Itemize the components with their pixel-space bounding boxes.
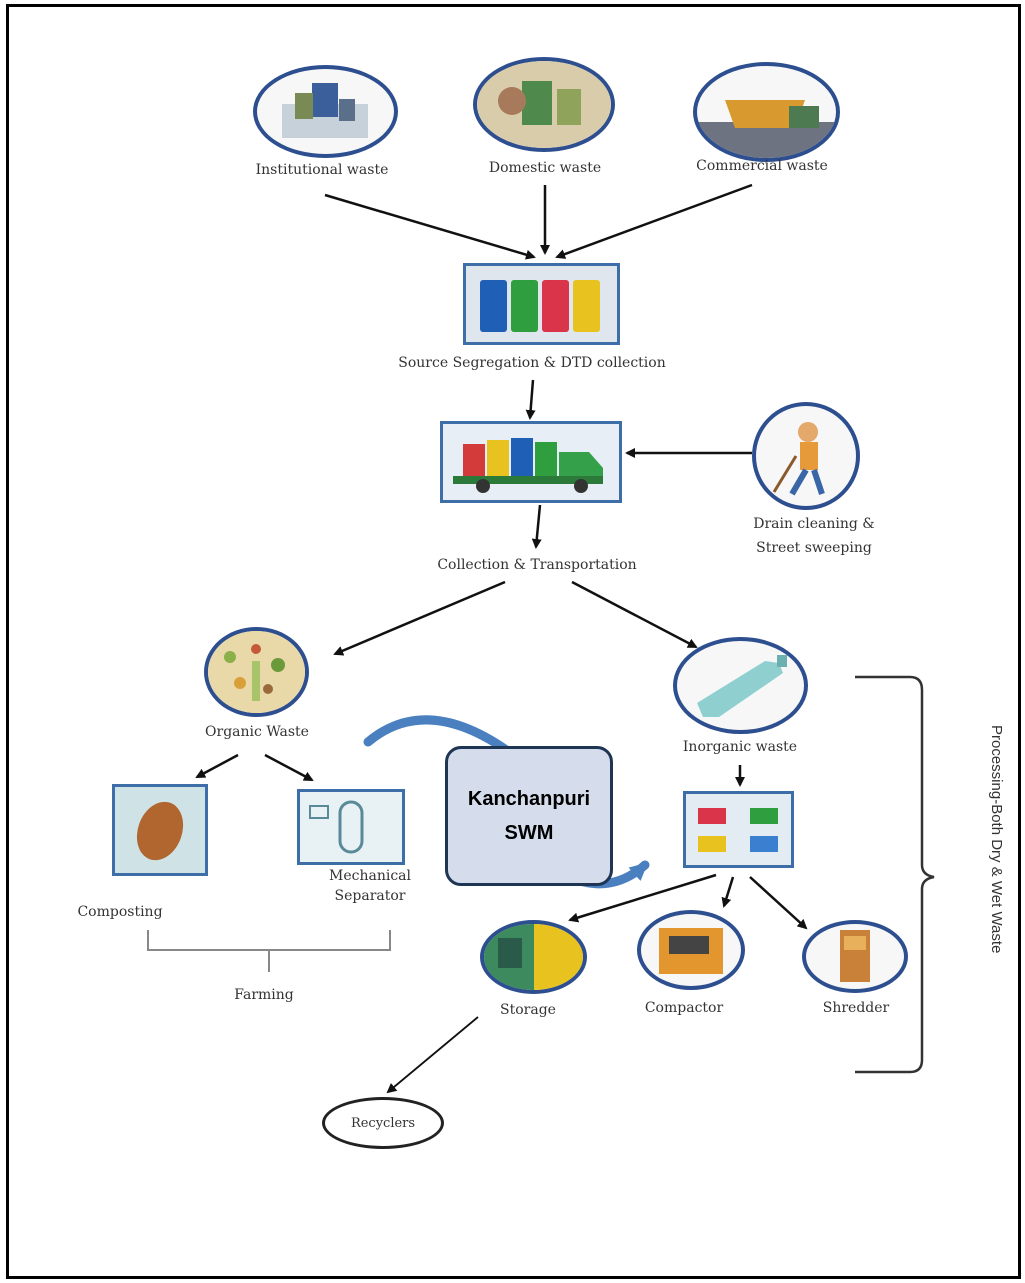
arrow-institutional-to-segregation xyxy=(324,193,536,260)
organic-waste-label: Organic Waste xyxy=(205,724,309,740)
mechanical-separator-label: Mechanical Separator xyxy=(329,866,411,906)
processing-label: Processing-Both Dry & Wet Waste xyxy=(988,725,1005,954)
segregation-bins-image xyxy=(463,263,620,345)
drain-cleaning-label: Drain cleaning & Street sweeping xyxy=(753,512,875,560)
compactor-icon xyxy=(659,928,723,974)
arrow-sorter-to-storage xyxy=(568,873,717,923)
institutional-icon xyxy=(282,83,368,138)
organic-waste-image xyxy=(204,627,309,717)
processing-bracket xyxy=(855,675,935,1074)
storage-label: Storage xyxy=(500,1002,556,1018)
organic-scraps-icon xyxy=(208,631,305,713)
sorting-bins-image xyxy=(683,791,794,868)
recyclers-label: Recyclers xyxy=(350,1115,416,1131)
plastic-bottle-icon xyxy=(697,655,787,717)
arrow-commercial-to-segregation xyxy=(555,183,753,259)
sorting-bins-icon xyxy=(686,794,791,865)
commercial-waste-image xyxy=(693,62,840,162)
garbage-truck-icon xyxy=(443,424,619,500)
central-title-box: Kanchanpuri SWM xyxy=(445,746,613,886)
arrow-storage-to-recyclers xyxy=(386,1016,479,1094)
sweeper-icon xyxy=(772,422,825,496)
shredder-image xyxy=(802,920,908,993)
arrow-sorter-to-compactor xyxy=(721,876,735,908)
drain-cleaning-line2: Street sweeping xyxy=(756,540,872,556)
central-title-line2: SWM xyxy=(504,822,554,844)
mechanical-separator-line1: Mechanical xyxy=(329,868,411,884)
arrow-truck-to-collection xyxy=(531,504,542,549)
storage-icon xyxy=(484,924,583,990)
drain-cleaning-image xyxy=(752,402,860,510)
diagram-frame xyxy=(6,4,1021,1279)
domestic-icon xyxy=(477,61,611,148)
storage-image xyxy=(480,920,587,994)
institutional-waste-image xyxy=(253,65,398,158)
cycle-arrow-top xyxy=(363,715,525,765)
compost-icon xyxy=(115,787,205,873)
shredder-icon xyxy=(840,930,870,982)
arrow-collection-to-inorganic xyxy=(571,580,698,649)
composting-label: Composting xyxy=(77,904,163,920)
arrow-organic-to-mechanical xyxy=(264,753,314,782)
collection-truck-image xyxy=(440,421,622,503)
compactor-image xyxy=(637,910,745,990)
mechanical-separator-line2: Separator xyxy=(334,888,406,904)
commercial-waste-label: Commercial waste xyxy=(696,158,828,174)
inorganic-waste-label: Inorganic waste xyxy=(682,739,798,755)
recyclers-ellipse: Recyclers xyxy=(322,1097,444,1149)
commercial-icon xyxy=(697,100,836,158)
drain-cleaning-line1: Drain cleaning & xyxy=(753,516,875,532)
domestic-waste-image xyxy=(473,57,615,152)
arrow-segregation-to-truck xyxy=(525,379,536,420)
separator-machine-icon xyxy=(300,792,402,862)
arrow-sorter-to-shredder xyxy=(749,876,808,930)
arrow-collection-to-organic xyxy=(333,580,506,656)
shredder-label: Shredder xyxy=(822,1000,890,1016)
collection-transportation-label: Collection & Transportation xyxy=(437,557,637,573)
segregation-label: Source Segregation & DTD collection xyxy=(398,355,666,371)
institutional-waste-label: Institutional waste xyxy=(255,162,389,178)
farming-label: Farming xyxy=(234,987,294,1003)
arrow-organic-to-composting xyxy=(195,753,239,779)
central-title-line1: Kanchanpuri xyxy=(467,788,591,810)
domestic-waste-label: Domestic waste xyxy=(488,160,602,176)
compactor-label: Compactor xyxy=(644,1000,724,1016)
mechanical-separator-image xyxy=(297,789,405,865)
farming-bracket xyxy=(147,930,391,972)
composting-image xyxy=(112,784,208,876)
inorganic-waste-image xyxy=(673,637,808,734)
color-bins-icon xyxy=(466,266,617,342)
